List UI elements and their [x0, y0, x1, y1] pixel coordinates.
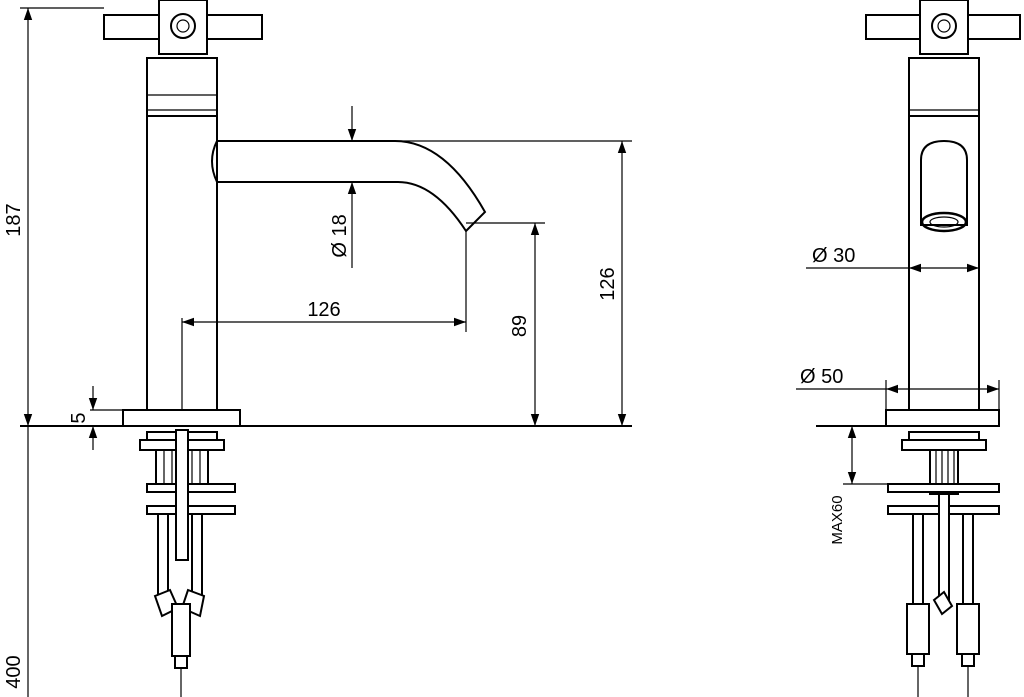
- dim-max-deck: MAX60: [829, 495, 846, 544]
- cross-handle-side: [103, 0, 263, 55]
- bonnet-front: [908, 57, 980, 117]
- bonnet-side: [146, 57, 218, 117]
- mounting-assembly-side: [139, 429, 236, 697]
- dim-spout-height: 126: [597, 267, 619, 300]
- dim-total-length: 400: [3, 655, 25, 688]
- spout-opening: [920, 139, 968, 233]
- side-view: 187 400 5 Ø 18 126 89 126: [3, 0, 632, 697]
- dim-spout-diameter: Ø 18: [329, 214, 351, 257]
- base-side: [122, 409, 241, 427]
- dim-total-height: 187: [3, 203, 25, 236]
- dim-base-diameter: Ø 50: [800, 366, 843, 388]
- dim-outlet-height: 89: [509, 315, 531, 337]
- base-front: [885, 409, 1000, 427]
- spout: [216, 140, 487, 233]
- front-view: Ø 30 Ø 50 MAX60: [796, 0, 1021, 697]
- mounting-assembly-front: [887, 431, 1000, 697]
- dim-body-diameter: Ø 30: [812, 245, 855, 267]
- dim-spout-reach: 126: [307, 299, 340, 321]
- dim-base-thickness: 5: [68, 412, 90, 423]
- cross-handle-front: [865, 0, 1021, 55]
